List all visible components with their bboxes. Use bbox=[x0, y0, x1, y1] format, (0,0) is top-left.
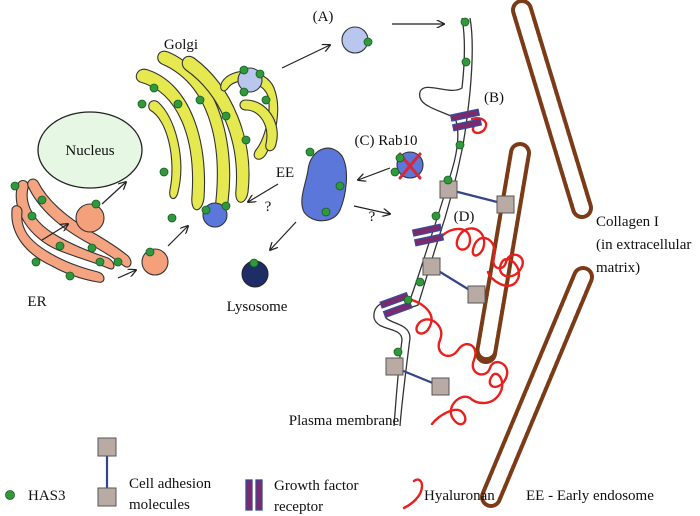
membrane-adhesion-pair-2 bbox=[422, 257, 486, 304]
membrane-growth-receptors bbox=[379, 108, 483, 319]
collagen-label-line1: Collagen I bbox=[596, 214, 659, 230]
legend-adhesion-icon-bottom bbox=[97, 487, 117, 507]
nucleus-label: Nucleus bbox=[65, 143, 114, 159]
legend-growth-line1: Growth factor bbox=[274, 478, 359, 494]
step-b-label: (B) bbox=[484, 90, 504, 106]
legend-has3-dot bbox=[5, 490, 15, 500]
golgi-apparatus bbox=[135, 50, 279, 214]
collagen-fiber-bottom bbox=[480, 266, 594, 508]
early-endosome bbox=[301, 147, 348, 222]
collagen-label-line2: (in extracellular bbox=[596, 237, 691, 253]
question-mark-1: ? bbox=[265, 199, 272, 215]
vesicle-orange-upper bbox=[75, 203, 105, 233]
legend-adhesion: Cell adhesion molecules bbox=[97, 437, 212, 513]
endoplasmic-reticulum bbox=[11, 178, 132, 283]
legend-adhesion-icon-top bbox=[97, 437, 117, 457]
legend-growth-receptor: Growth factor receptor bbox=[245, 478, 359, 515]
lysosome-label: Lysosome bbox=[227, 299, 288, 315]
collagen-fiber-middle bbox=[475, 142, 531, 364]
growth-receptor-lower bbox=[379, 291, 413, 319]
step-c-label: (C) Rab10 bbox=[355, 133, 418, 149]
step-d-label: (D) bbox=[454, 209, 475, 225]
membrane-adhesion-pair-3 bbox=[385, 357, 450, 396]
membrane-adhesion-pair-1 bbox=[439, 180, 515, 214]
plasma-membrane-label: Plasma membrane bbox=[289, 413, 400, 429]
membrane-adhesion-molecules bbox=[385, 180, 515, 396]
collagen-fibers bbox=[475, 0, 594, 508]
golgi-label: Golgi bbox=[164, 37, 198, 53]
legend-adhesion-line1: Cell adhesion bbox=[129, 476, 212, 492]
membrane-has3-dots bbox=[393, 17, 471, 357]
er-label: ER bbox=[27, 294, 46, 310]
legend-adhesion-line2: molecules bbox=[129, 497, 190, 513]
collagen-label-line3: matrix) bbox=[596, 260, 640, 276]
legend: HAS3 Cell adhesion molecules Growth fact… bbox=[5, 437, 654, 515]
legend-has3: HAS3 bbox=[5, 488, 66, 504]
question-mark-2: ? bbox=[369, 209, 376, 225]
legend-ee-label: EE - Early endosome bbox=[526, 488, 654, 504]
growth-receptor-d bbox=[411, 223, 445, 247]
legend-hyaluronan-icon bbox=[402, 478, 424, 510]
legend-hyaluronan-label: Hyaluronan bbox=[424, 488, 495, 504]
nucleus: Nucleus bbox=[37, 111, 143, 189]
legend-growth-line2: receptor bbox=[274, 499, 323, 515]
trafficking-arrows bbox=[41, 24, 444, 279]
legend-has3-label: HAS3 bbox=[28, 488, 66, 504]
legend-hyaluronan: Hyaluronan bbox=[402, 478, 495, 510]
growth-receptor-b bbox=[449, 108, 483, 132]
hyaluronan-chain-lower bbox=[410, 298, 509, 426]
step-a-label: (A) bbox=[313, 9, 334, 25]
internal-has3-dots bbox=[10, 37, 405, 281]
hyaluronan-chain-d bbox=[440, 227, 524, 287]
ee-label: EE bbox=[276, 165, 294, 181]
collagen-fiber-top bbox=[511, 0, 593, 219]
